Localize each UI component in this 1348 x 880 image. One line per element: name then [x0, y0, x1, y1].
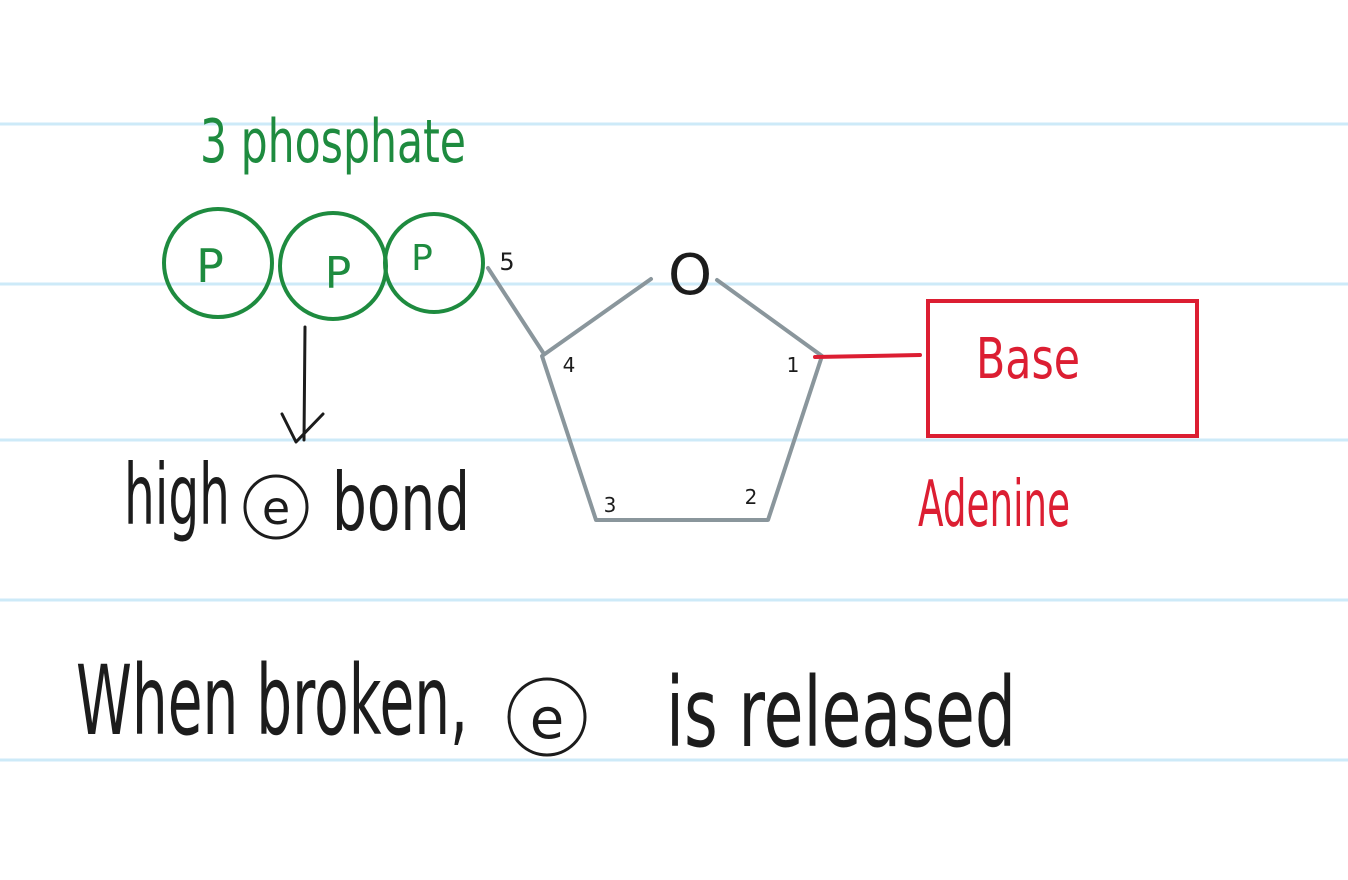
- carbon-2-label: 2: [745, 485, 758, 509]
- phosphate-circle-3: [383, 212, 485, 314]
- carbon-4-label: 4: [563, 353, 576, 377]
- phosphate-label-3: P: [411, 238, 433, 279]
- base-box: [926, 299, 1199, 438]
- carbon-3-label: 3: [604, 493, 617, 517]
- phosphate-label-2: P: [325, 248, 352, 299]
- c5-phosphate-bond: [486, 266, 546, 356]
- energy-circle-icon: [243, 474, 309, 540]
- arrow-shaft: [302, 325, 307, 442]
- sentence-after: is released: [666, 657, 1016, 769]
- base-group: Base Adenine: [813, 299, 1199, 542]
- arrow-head-icon: [280, 412, 325, 444]
- energy-symbol: e: [262, 481, 290, 535]
- phosphate-label-1: P: [196, 239, 224, 293]
- carbon-5-label: 5: [499, 248, 514, 276]
- carbon-1-label: 1: [787, 353, 800, 377]
- ring-outline: [540, 277, 824, 522]
- sentence: When broken, e is released: [76, 645, 1016, 769]
- bond-label-after: bond: [332, 456, 470, 549]
- sentence-before: When broken,: [76, 645, 468, 757]
- glycosidic-bond: [813, 353, 922, 359]
- ruled-lines: [0, 122, 1348, 762]
- ring-oxygen-label: O: [668, 243, 712, 308]
- phosphate-circle-1: [162, 207, 274, 319]
- bond-note: high e bond: [124, 325, 470, 549]
- sugar-ring: O 5 4 3 2 1: [486, 243, 824, 522]
- bond-label-before: high: [124, 446, 230, 544]
- phosphate-group: 3 phosphate P P P: [162, 107, 485, 321]
- phosphate-title: 3 phosphate: [200, 107, 466, 177]
- energy-circle-icon: [507, 677, 587, 757]
- sentence-energy-symbol: e: [530, 687, 564, 752]
- base-name: Adenine: [918, 468, 1070, 542]
- base-box-label: Base: [976, 327, 1080, 392]
